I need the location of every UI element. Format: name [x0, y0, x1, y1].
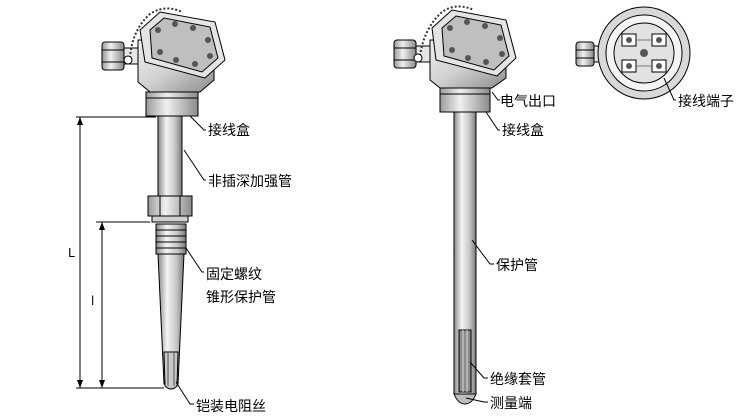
- left-reinforced-tube: [157, 115, 183, 197]
- left-fixed-thread: [155, 223, 187, 255]
- right-label-measuring-end: 测量端: [490, 396, 532, 412]
- right-label-protection-tube: 保护管: [496, 258, 538, 274]
- left-label-junction-box: 接线盒: [208, 122, 250, 139]
- dimension-l-label: l: [91, 294, 94, 308]
- right-insulating-sleeve: [458, 329, 472, 393]
- right-leader-lines: [465, 91, 500, 403]
- left-armored-tip: [163, 351, 179, 390]
- left-thermocouple: L l 接线盒 非插深加强管 固定螺纹 锥形保护管 铠装电阻丝: [68, 7, 292, 415]
- terminal-block-icon: [621, 33, 667, 73]
- right-label-electrical-outlet: 电气出口: [500, 94, 556, 110]
- left-dimension-lines: [76, 116, 164, 389]
- label-terminal-block: 接线端子: [678, 93, 734, 110]
- left-label-reinforced-tube: 非插深加强管: [208, 174, 292, 190]
- left-label-tapered-tube: 锥形保护管: [206, 290, 276, 306]
- right-junction-box-head: [393, 5, 517, 113]
- right-label-insulating-sleeve: 绝缘套管: [490, 372, 546, 388]
- left-junction-box-head: [101, 7, 226, 117]
- terminal-head-top-view: 接线端子: [575, 6, 734, 110]
- left-leader-lines: [175, 115, 206, 405]
- right-label-junction-box: 接线盒: [502, 122, 544, 139]
- left-hex-nut: [147, 195, 193, 223]
- left-label-armored-wire: 铠装电阻丝: [196, 399, 266, 415]
- right-thermocouple: 电气出口 接线盒 保护管 绝缘套管 测量端: [393, 5, 556, 412]
- left-label-fixed-thread: 固定螺纹: [206, 267, 262, 283]
- dimension-L-label: L: [68, 246, 75, 260]
